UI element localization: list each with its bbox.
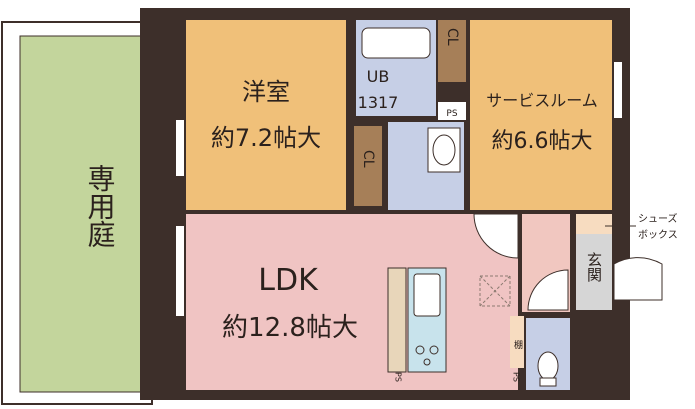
- window: [614, 62, 622, 118]
- shoebox-label-line2: ボックス: [638, 229, 678, 241]
- service-room-area: 約6.6帖大: [492, 129, 593, 154]
- window: [176, 120, 184, 176]
- counter-edge: [387, 267, 407, 373]
- bathtub: [361, 27, 431, 59]
- ldk-room: [186, 214, 518, 390]
- shoebox-label-line1: シューズ: [638, 212, 678, 225]
- door-swing: [527, 269, 569, 311]
- door-swing: [473, 213, 519, 259]
- stove-burner: [423, 358, 431, 366]
- ldk-name: LDK: [258, 263, 319, 298]
- toilet-bowl: [537, 351, 559, 381]
- stove-burner: [415, 345, 425, 355]
- floor-hatch-line: [479, 275, 511, 307]
- toilet-tank: [539, 377, 557, 387]
- bath-label: UB: [367, 67, 390, 86]
- ldk-area: 約12.8帖大: [222, 313, 358, 343]
- service-room-name: サービスルーム: [486, 91, 598, 110]
- garden-area: [19, 35, 144, 393]
- closet-b-label: CL: [360, 150, 376, 168]
- ps-kitchen-label: PS: [394, 372, 403, 382]
- stove-burner: [429, 345, 439, 355]
- shoe-box: [576, 214, 612, 234]
- garden-label: 専用庭: [84, 164, 117, 248]
- shelf: [510, 316, 524, 368]
- floor-hatch: [479, 275, 511, 307]
- closet-b: [354, 126, 382, 206]
- window: [176, 226, 184, 316]
- entrance-door-swing: [613, 257, 663, 301]
- entrance-label: 玄関: [585, 252, 603, 283]
- service-room: [470, 20, 612, 210]
- entrance-area: [576, 234, 612, 310]
- ps-top-label: PS: [446, 109, 457, 119]
- washbasin-bowl: [432, 134, 456, 166]
- western-room: [186, 20, 346, 210]
- shelf-label: 棚: [512, 339, 523, 350]
- bath-size: 1317: [358, 93, 399, 112]
- kitchen-sink: [413, 273, 441, 317]
- closet-a: [438, 20, 466, 82]
- ps-top: [438, 102, 466, 120]
- western-room-name: 洋室: [242, 78, 290, 106]
- western-room-area: 約7.2帖大: [211, 124, 321, 152]
- closet-a-label: CL: [444, 28, 460, 46]
- ps-toilet-label: PS: [512, 372, 521, 382]
